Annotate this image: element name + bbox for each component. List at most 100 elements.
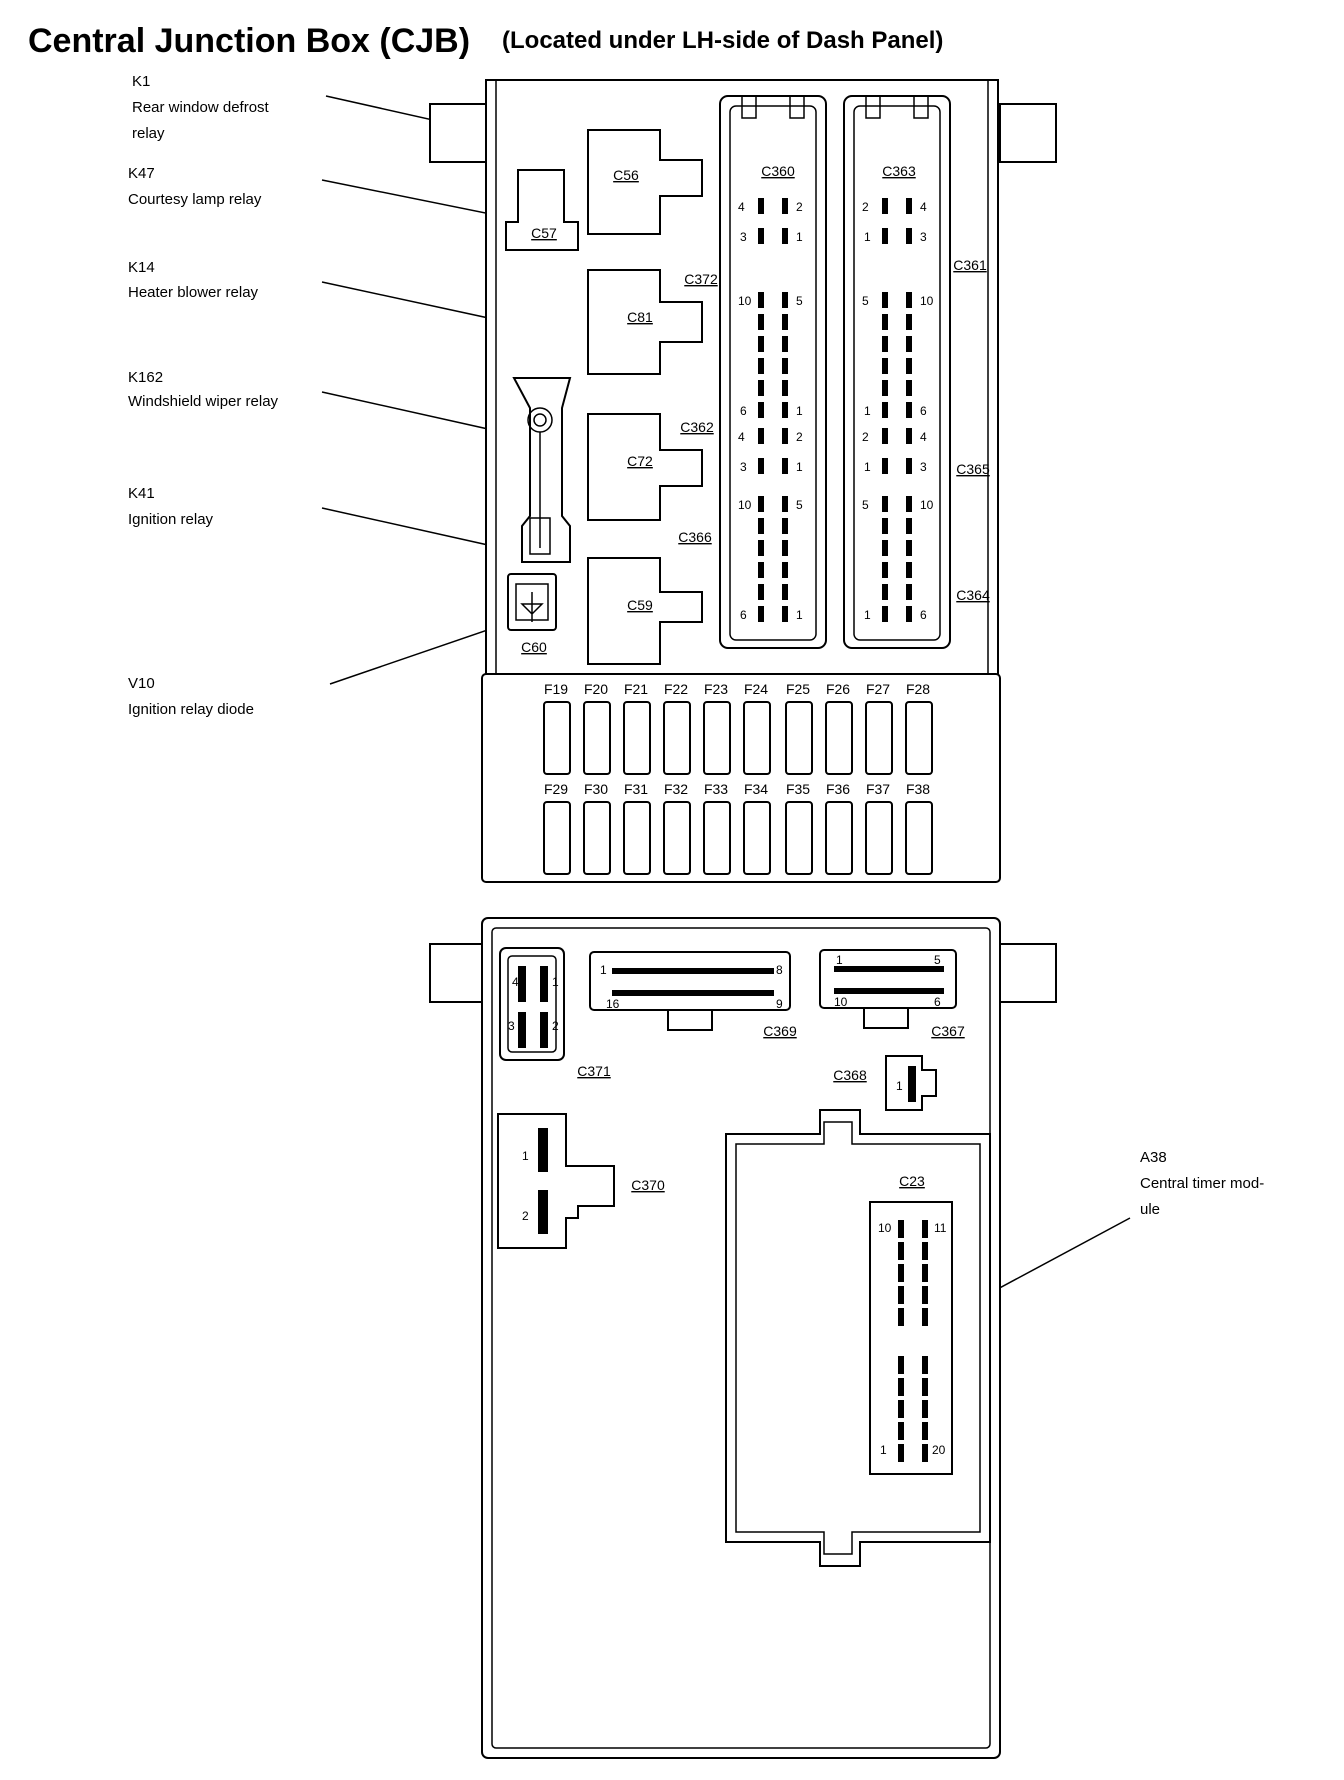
pin-C364-l3	[882, 562, 888, 578]
callout-k162-id: K162	[128, 369, 163, 386]
fuse-slot-f36[interactable]	[825, 801, 853, 875]
callout-k47-id: K47	[128, 165, 155, 182]
pin-label-C362-bottom_left: 3	[740, 460, 747, 474]
pin-C361-r4	[906, 380, 912, 396]
c368-label: C368	[833, 1067, 867, 1083]
c59-label: C59	[627, 597, 653, 613]
connector-c369: 1 8 16 9 C369	[589, 951, 797, 1039]
pin-C365-l1	[882, 458, 888, 474]
callout-k41-id: K41	[128, 485, 155, 502]
callout-a38: A38 Central timer mod- ule	[1140, 1149, 1264, 1218]
fuse-slot-f30[interactable]	[583, 801, 611, 875]
pin-C372-r0	[782, 292, 788, 308]
c367-pin-6: 6	[934, 995, 941, 1009]
fuse-slot-f34[interactable]	[743, 801, 771, 875]
callout-a38-line2: ule	[1140, 1201, 1160, 1218]
callout-k1-id: K1	[132, 73, 150, 90]
pin-label-C362-top_right: 2	[796, 430, 803, 444]
fuse-label-f32: F32	[664, 781, 688, 797]
callout-a38-id: A38	[1140, 1149, 1167, 1166]
fuse-slot-f22[interactable]	[663, 701, 691, 775]
fuse-slot-f37[interactable]	[865, 801, 893, 875]
pin-C366-l2	[758, 540, 764, 556]
fuse-slot-f19[interactable]	[543, 701, 571, 775]
fuse-slot-f26[interactable]	[825, 701, 853, 775]
c23-pin-upper-0-1	[922, 1220, 928, 1238]
c370-pin-2: 2	[522, 1209, 529, 1223]
left-latch-bottom	[429, 943, 487, 1003]
pin-C360-l1	[758, 228, 764, 244]
callout-v10-line1: Ignition relay diode	[128, 701, 254, 718]
fuse-slot-f28[interactable]	[905, 701, 933, 775]
c72-label: C72	[627, 453, 653, 469]
fuse-slot-f29[interactable]	[543, 801, 571, 875]
callout-k41-line1: Ignition relay	[128, 511, 214, 528]
c23-pin-upper-4-0	[898, 1308, 904, 1326]
pin-label-C365-top_right: 4	[920, 430, 927, 444]
callout-k47-line1: Courtesy lamp relay	[128, 191, 262, 208]
pin-label-C363-bottom_right: 3	[920, 230, 927, 244]
pin-C364-l5	[882, 606, 888, 622]
callout-k14: K14 Heater blower relay	[128, 259, 259, 301]
pin-label-C366-bottom_left: 6	[740, 608, 747, 622]
fuse-slot-f31[interactable]	[623, 801, 651, 875]
pin-C363-r0	[906, 198, 912, 214]
pin-C372-l3	[758, 358, 764, 374]
c367-pin-10: 10	[834, 995, 848, 1009]
fuse-slot-f24[interactable]	[743, 701, 771, 775]
fuse-slot-f27[interactable]	[865, 701, 893, 775]
pin-label-C362-top_left: 4	[738, 430, 745, 444]
callout-k14-line1: Heater blower relay	[128, 284, 259, 301]
c369-pin-16: 16	[606, 997, 620, 1011]
c23-pin-upper-2-0	[898, 1264, 904, 1282]
fuse-label-f25: F25	[786, 681, 810, 697]
pin-C372-r3	[782, 358, 788, 374]
relay-socket-c59: C59	[587, 557, 703, 665]
c369-pin-9: 9	[776, 997, 783, 1011]
fuse-slot-f20[interactable]	[583, 701, 611, 775]
pin-label-C364-top_right: 10	[920, 498, 934, 512]
c366-label: C366	[678, 529, 712, 545]
pin-C362-l1	[758, 458, 764, 474]
callout-k1-line2: relay	[132, 125, 165, 142]
pin-C365-l0	[882, 428, 888, 444]
c367-label: C367	[931, 1023, 965, 1039]
c56-label: C56	[613, 167, 639, 183]
pin-label-C361-bottom_left: 1	[864, 404, 871, 418]
relay-socket-c56: C56	[587, 129, 703, 235]
c23-pin-lower-0-1	[922, 1356, 928, 1374]
fuse-slot-f38[interactable]	[905, 801, 933, 875]
c23-pin-20: 20	[932, 1443, 946, 1457]
pin-C372-l5	[758, 402, 764, 418]
pin-C366-r4	[782, 584, 788, 600]
left-latch-top	[429, 103, 487, 163]
c23-pin-upper-3-1	[922, 1286, 928, 1304]
pin-C362-l0	[758, 428, 764, 444]
fuse-slot-f35[interactable]	[785, 801, 813, 875]
pin-C366-r1	[782, 518, 788, 534]
right-latch-bottom	[999, 943, 1057, 1003]
fuse-slot-f25[interactable]	[785, 701, 813, 775]
pin-C361-l4	[882, 380, 888, 396]
fuse-slot-f33[interactable]	[703, 801, 731, 875]
c23-pin-lower-1-1	[922, 1378, 928, 1396]
pin-C366-r0	[782, 496, 788, 512]
leader-lines	[321, 95, 1131, 1321]
c369-pin-1: 1	[600, 963, 607, 977]
pin-C361-l3	[882, 358, 888, 374]
c23-pin-lower-1-0	[898, 1378, 904, 1396]
fuse-slot-f23[interactable]	[703, 701, 731, 775]
pin-C366-l4	[758, 584, 764, 600]
pin-C363-l1	[882, 228, 888, 244]
fuse-label-f24: F24	[744, 681, 768, 697]
fuse-slot-f32[interactable]	[663, 801, 691, 875]
fuse-label-f31: F31	[624, 781, 648, 797]
c23-pin-lower-3-1	[922, 1422, 928, 1440]
c367-pin-1: 1	[836, 953, 843, 967]
pin-C372-l4	[758, 380, 764, 396]
fuse-label-f19: F19	[544, 681, 568, 697]
fuse-slot-f21[interactable]	[623, 701, 651, 775]
pin-C361-l5	[882, 402, 888, 418]
pin-C364-r4	[906, 584, 912, 600]
